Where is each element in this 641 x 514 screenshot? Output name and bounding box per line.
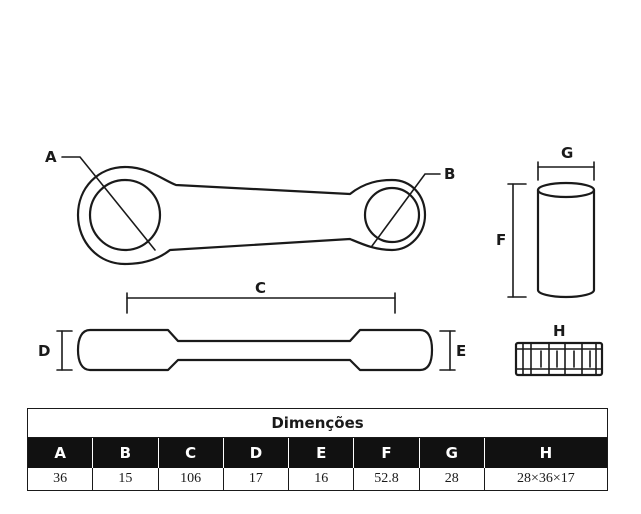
header-cell: B	[93, 438, 159, 468]
label-b: B	[444, 165, 455, 183]
label-e: E	[456, 342, 466, 360]
label-a: A	[45, 148, 57, 166]
header-cell: H	[539, 444, 553, 462]
value-cell: 28	[420, 468, 485, 490]
label-d: D	[38, 342, 50, 360]
header-cell: D	[224, 438, 290, 468]
header-cell: E	[289, 438, 355, 468]
rod-side-view	[56, 292, 456, 372]
table-header-row: A B C D E F G H	[28, 438, 607, 468]
header-cell: C	[159, 438, 224, 468]
table-title: Dimenções	[28, 409, 607, 438]
value-cell: 106	[159, 468, 224, 490]
label-g: G	[561, 144, 573, 162]
label-c: C	[255, 279, 266, 297]
value-cell: 28×36×17	[517, 471, 575, 486]
header-cell: A	[28, 438, 94, 468]
value-cell: 15	[93, 468, 159, 490]
pin-cylinder	[507, 161, 596, 299]
dimensions-table: Dimenções A B C D E F G H 36 15 106 17 1…	[27, 408, 608, 491]
header-cell: G	[420, 438, 485, 468]
header-cell: F	[354, 438, 420, 468]
label-h: H	[553, 322, 566, 340]
connecting-rod-diagram: A B C D E G F	[38, 144, 604, 377]
value-cell: 52.8	[354, 468, 420, 490]
label-f: F	[496, 231, 506, 249]
rod-top-view	[61, 156, 441, 266]
table-values-row: 36 15 106 17 16 52.8 28 28×36×17	[28, 468, 607, 490]
value-cell: 17	[224, 468, 290, 490]
needle-bearing	[514, 341, 604, 377]
value-cell: 16	[289, 468, 355, 490]
value-cell: 36	[28, 468, 94, 490]
